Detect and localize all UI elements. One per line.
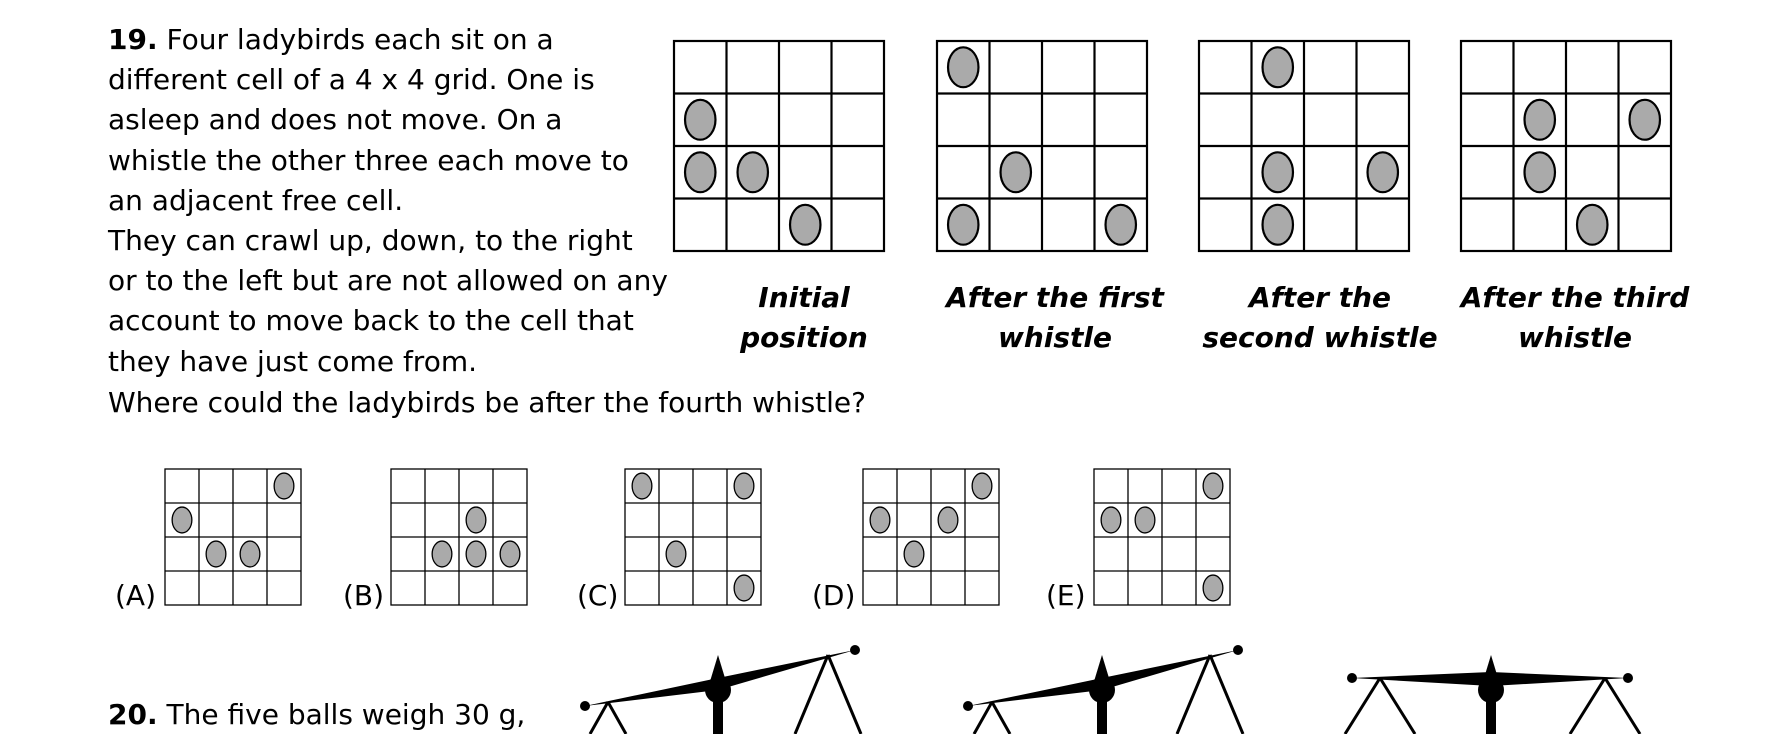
ladybird-icon — [1100, 506, 1122, 534]
option-grids — [164, 468, 1231, 606]
option-grid — [1093, 468, 1231, 606]
option-a-label: (A) — [115, 579, 157, 612]
ladybird-icon — [683, 98, 717, 141]
ladybird-icon — [1366, 151, 1400, 194]
sequence-grid — [935, 39, 1149, 253]
ladybird-icon — [1202, 574, 1224, 602]
option-grid — [164, 468, 302, 606]
text-line: whistle the other three each move to — [108, 143, 629, 177]
option-b-label: (B) — [343, 579, 385, 612]
caption-second-whistle: After the second whistle — [1202, 281, 1438, 354]
ladybird-icon — [869, 506, 891, 534]
ladybird-icon — [499, 540, 521, 568]
option-grid — [390, 468, 528, 606]
ladybird-icon — [665, 540, 687, 568]
ladybird-icon — [465, 540, 487, 568]
question-number: 20. — [108, 698, 158, 731]
text-line: or to the left but are not allowed on an… — [108, 264, 668, 298]
ladybird-icon — [946, 203, 980, 246]
balance-scales-figure — [580, 645, 1642, 734]
ladybird-icon — [171, 506, 193, 534]
text-line: The five balls weigh 30 g, — [166, 698, 526, 731]
sequence-grid — [1459, 39, 1673, 253]
balance-scale-icon — [1343, 655, 1642, 734]
caption-first-whistle: After the first whistle — [946, 281, 1164, 354]
option-e-label: (E) — [1046, 579, 1086, 612]
balance-scale-icon — [963, 645, 1245, 734]
ladybird-icon — [465, 506, 487, 534]
text-line: Four ladybirds each sit on a — [166, 23, 554, 56]
sequence-grid — [672, 39, 886, 253]
ladybird-icon — [937, 506, 959, 534]
text-line: asleep and does not move. On a — [108, 103, 563, 137]
text-line: different cell of a 4 x 4 grid. One is — [108, 63, 595, 97]
option-d-label: (D) — [812, 579, 856, 612]
ladybird-icon — [971, 472, 993, 500]
ladybird-icon — [1523, 98, 1557, 141]
ladybird-icon — [631, 472, 653, 500]
sequence-grid — [1197, 39, 1411, 253]
option-grid — [624, 468, 762, 606]
ladybird-icon — [431, 540, 453, 568]
ladybird-icon — [1261, 203, 1295, 246]
ladybird-icon — [733, 574, 755, 602]
caption-third-whistle: After the third whistle — [1460, 281, 1690, 354]
ladybird-icon — [239, 540, 261, 568]
ladybird-icon — [736, 151, 770, 194]
balance-scale-icon — [580, 645, 863, 734]
ladybird-icon — [999, 151, 1033, 194]
ladybird-icon — [946, 46, 980, 89]
ladybird-icon — [205, 540, 227, 568]
text-line: an adjacent free cell. — [108, 183, 404, 217]
question-20-text: 20. The five balls weigh 30 g, — [108, 695, 525, 735]
ladybird-icon — [1523, 151, 1557, 194]
ladybird-icon — [1104, 203, 1138, 246]
ladybird-icon — [1261, 46, 1295, 89]
caption-initial: Initial position — [740, 281, 868, 354]
ladybird-icon — [733, 472, 755, 500]
ladybird-icon — [788, 203, 822, 246]
question-19-prompt: Where could the ladybirds be after the f… — [108, 386, 866, 419]
ladybird-icon — [1134, 506, 1156, 534]
ladybird-icon — [683, 151, 717, 194]
ladybird-icon — [1575, 203, 1609, 246]
ladybird-icon — [273, 472, 295, 500]
text-line: they have just come from. — [108, 344, 478, 378]
ladybird-icon — [1202, 472, 1224, 500]
text-line: account to move back to the cell that — [108, 304, 634, 338]
ladybird-icon — [1628, 98, 1662, 141]
option-grid — [862, 468, 1000, 606]
ladybird-icon — [1261, 151, 1295, 194]
ladybird-icon — [903, 540, 925, 568]
question-number: 19. — [108, 23, 158, 56]
text-line: They can crawl up, down, to the right — [108, 224, 633, 258]
question-19-text: 19. Four ladybirds each sit on a differe… — [108, 20, 688, 382]
sequence-grids — [672, 39, 1673, 253]
option-c-label: (C) — [577, 579, 619, 612]
